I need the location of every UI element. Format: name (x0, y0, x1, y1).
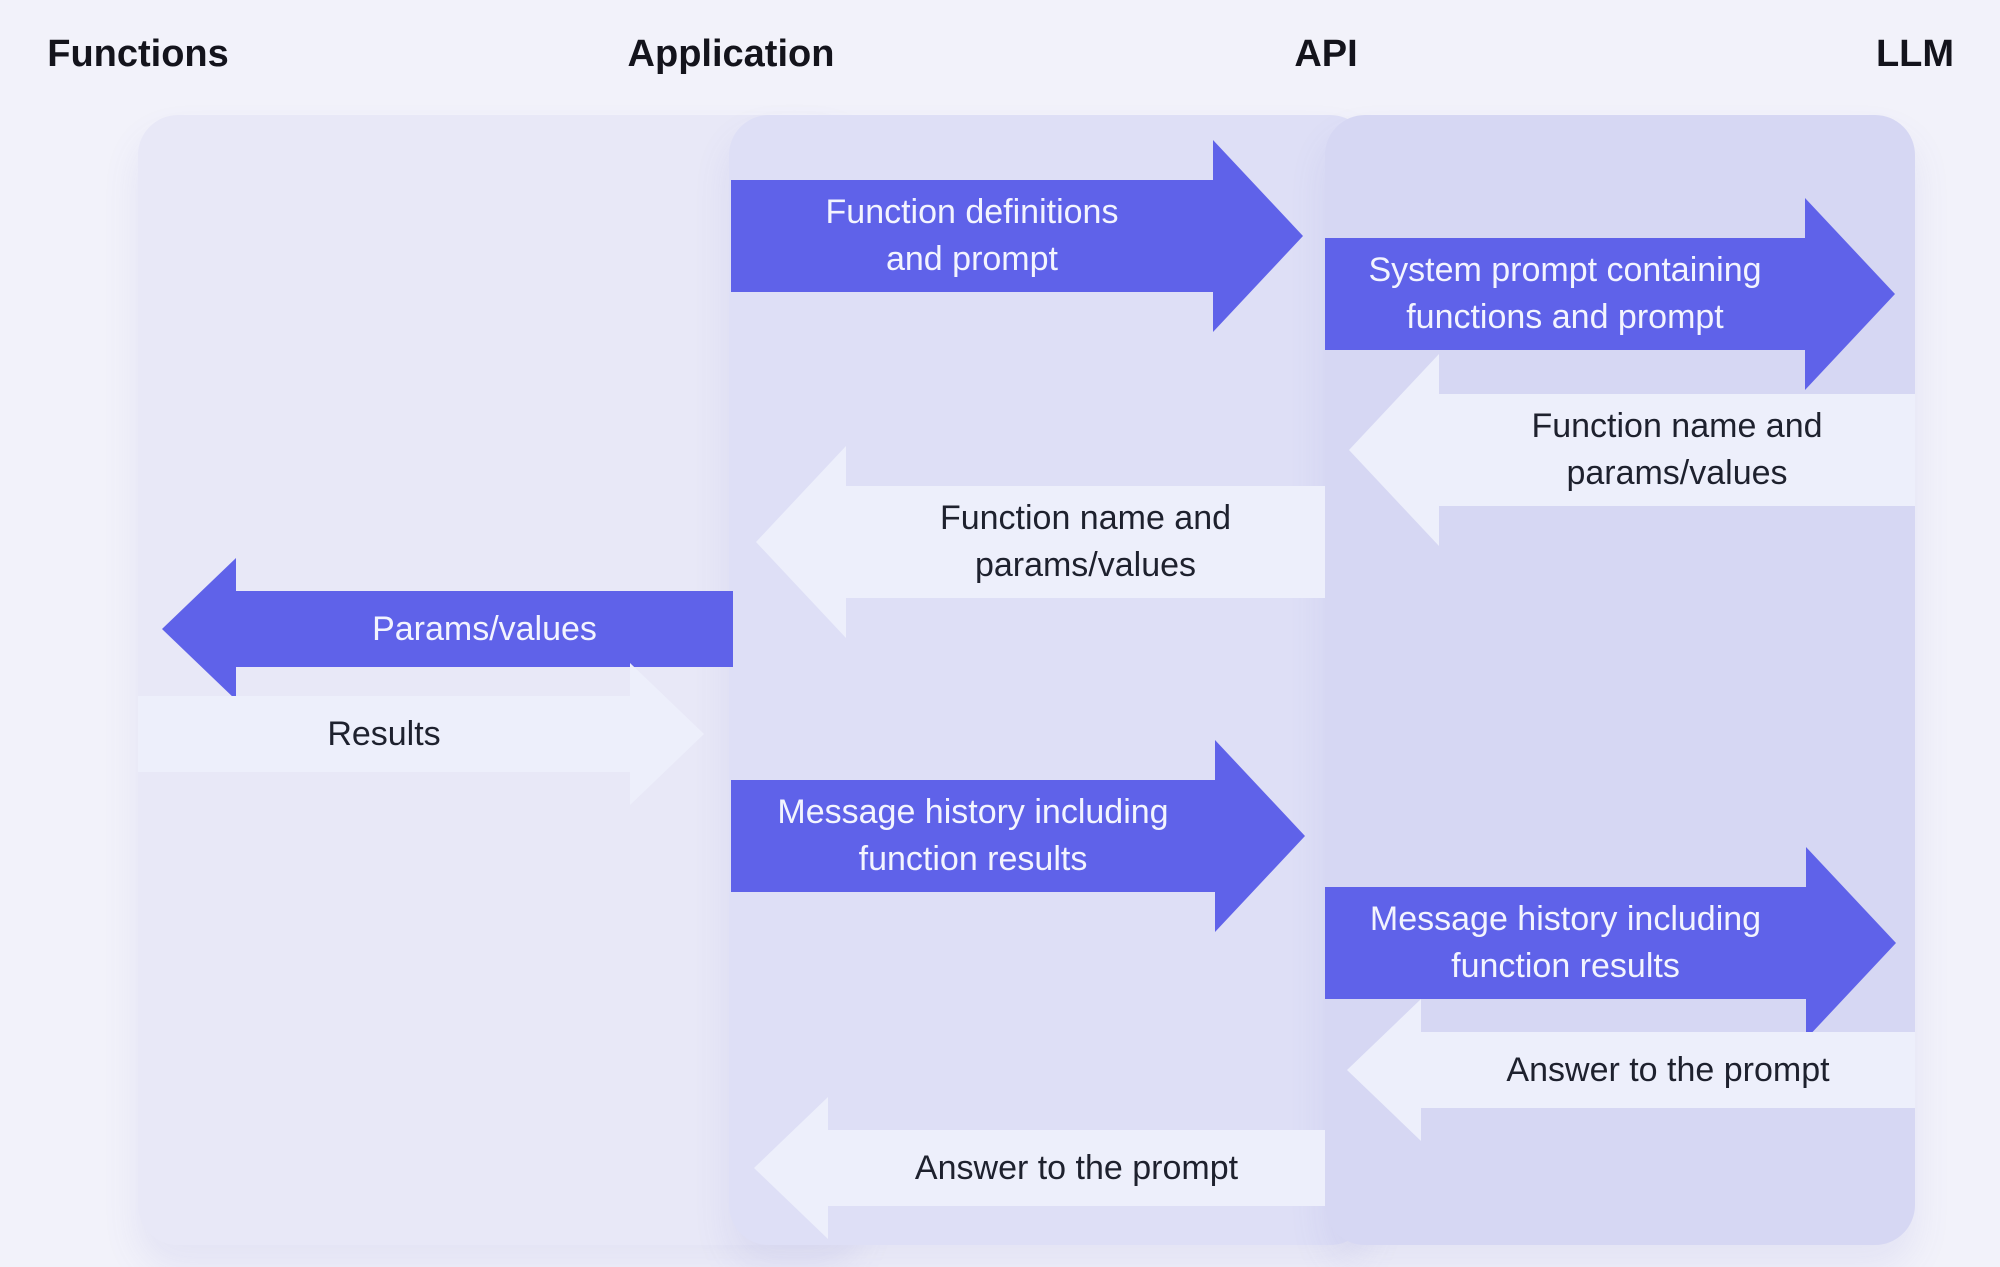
arrow-label: Answer to the prompt (1506, 1050, 1830, 1089)
lane-header-llm: LLM (1875, 33, 1955, 75)
arrowhead-left-icon (1349, 354, 1439, 546)
arrowhead-right-icon (1215, 740, 1305, 932)
arrowhead-right-icon (630, 663, 704, 805)
arrowhead-left-icon (1347, 999, 1421, 1141)
arrowhead-left-icon (756, 446, 846, 638)
arrow-params-values: Params/values (162, 558, 733, 700)
arrow-function-definitions-and-prompt: Function definitions and prompt (731, 140, 1303, 332)
arrow-label: Answer to the prompt (914, 1148, 1239, 1187)
arrowhead-right-icon (1213, 140, 1303, 332)
arrow-results: Results (138, 663, 704, 805)
arrow-system-prompt-containing: System prompt containing functions and p… (1325, 198, 1895, 390)
arrow-message-history-app-api: Message history including function resul… (731, 740, 1305, 932)
arrow-function-name-params-llm-api: Function name and params/values (1349, 354, 1915, 546)
arrow-label: Function definitions and prompt (825, 193, 1119, 278)
panel-application-api (729, 115, 1370, 1245)
arrow-label: Message history including function resul… (1369, 900, 1762, 985)
arrow-label: Function name and params/values (939, 499, 1232, 584)
lane-header-api: API (1294, 33, 1358, 75)
lane-header-application: Application (627, 33, 835, 75)
arrow-function-name-params-api-app: Function name and params/values (756, 446, 1325, 638)
arrow-label: Params/values (372, 609, 597, 648)
arrow-answer-to-prompt-llm-api: Answer to the prompt (1347, 999, 1915, 1141)
arrow-label: Message history including function resul… (777, 793, 1169, 878)
lane-header-functions: Functions (47, 33, 229, 75)
arrow-label: Function name and params/values (1531, 407, 1823, 492)
arrow-label: Results (327, 714, 441, 753)
arrow-answer-to-prompt-api-app: Answer to the prompt (754, 1097, 1325, 1239)
arrow-label: System prompt containing functions and p… (1368, 251, 1762, 336)
arrow-message-history-api-llm: Message history including function resul… (1325, 847, 1896, 1039)
arrowhead-left-icon (754, 1097, 828, 1239)
